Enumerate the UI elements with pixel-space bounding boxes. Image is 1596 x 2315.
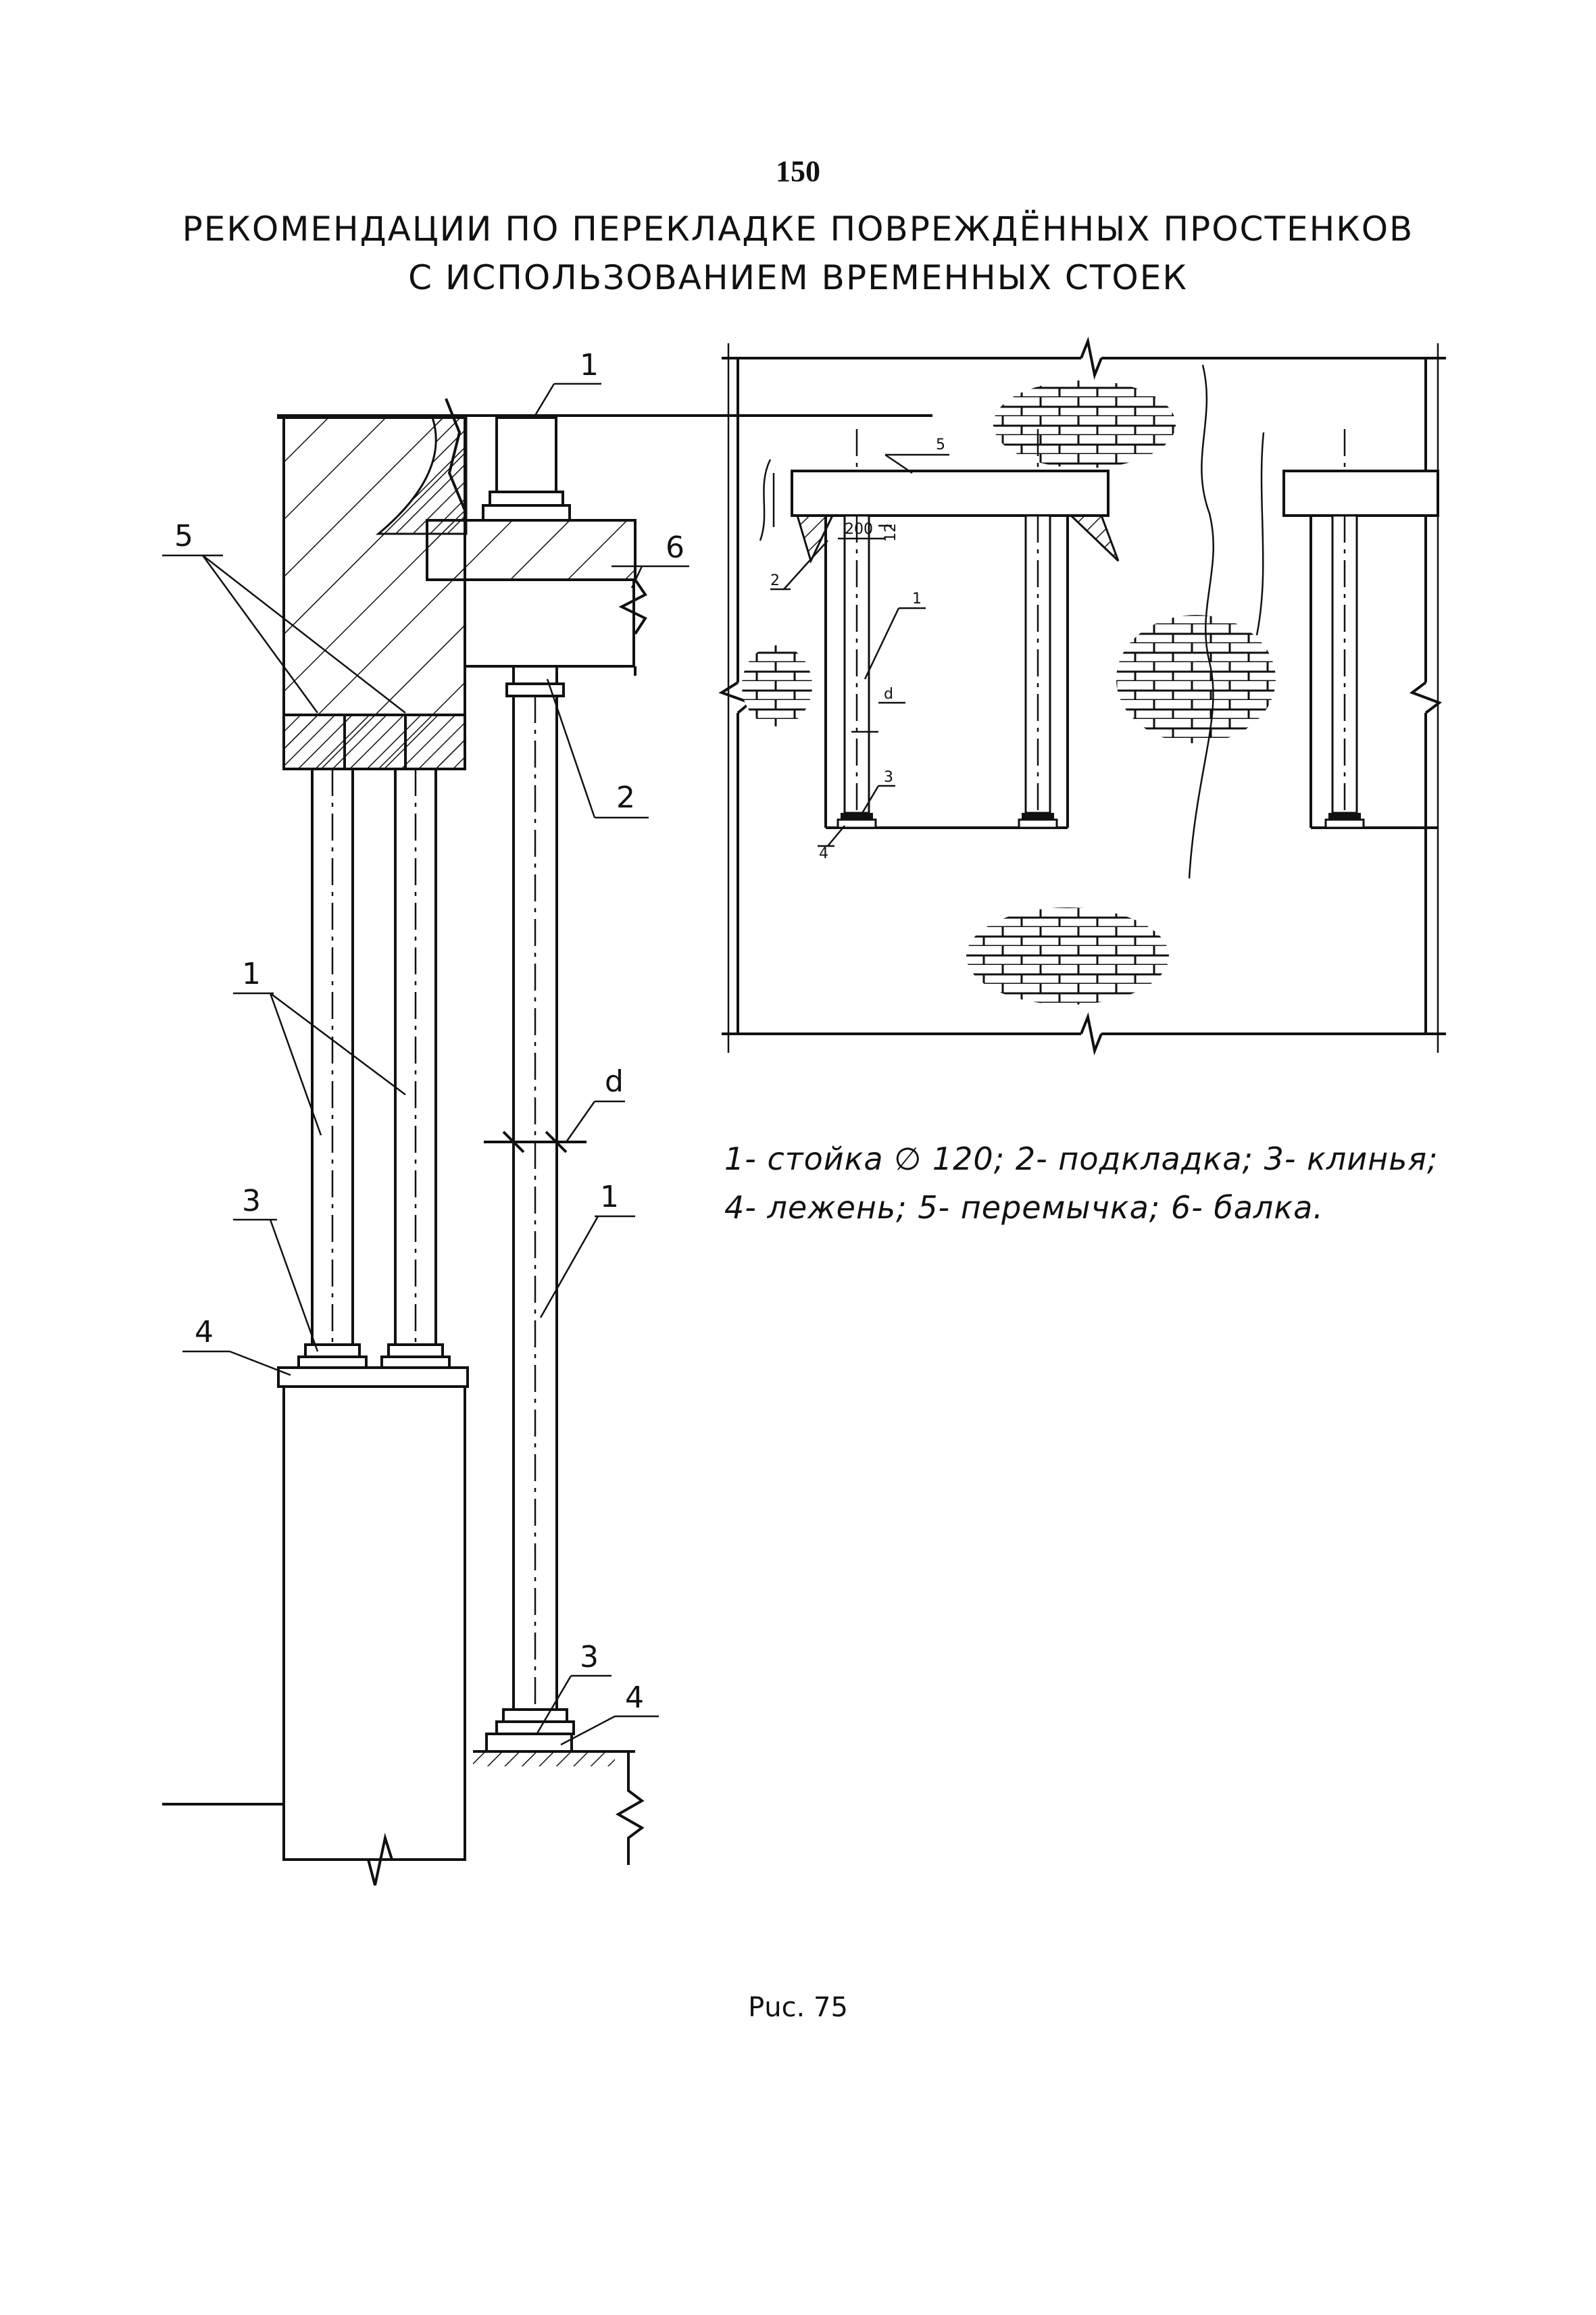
label-200-dim: 200	[845, 521, 873, 538]
figure-caption: Рuc. 75	[748, 1992, 848, 2023]
brick-patch	[742, 645, 812, 726]
label-4-bottom: 4	[625, 1681, 644, 1715]
title-line-2: С ИСПОЛЬЗОВАНИЕМ ВРЕМЕННЫХ СТОЕК	[408, 258, 1188, 297]
elevation-post	[837, 514, 877, 829]
page-number: 150	[776, 155, 820, 188]
label-3-left: 3	[242, 1184, 261, 1218]
callout-leaders-left	[162, 382, 689, 1746]
label-1-pair: 1	[242, 957, 261, 991]
label-1-elev: 1	[912, 591, 922, 607]
label-2-elev: 2	[770, 572, 780, 589]
damaged-zone	[375, 416, 468, 535]
label-d: d	[605, 1064, 624, 1099]
beam	[426, 519, 637, 581]
lintel-left	[282, 714, 466, 770]
label-3-bottom: 3	[580, 1640, 599, 1674]
title-line-1: РЕКОМЕНДАЦИИ ПО ПЕРЕКЛАДКЕ ПОВРЕЖДЁННЫХ …	[182, 209, 1414, 249]
label-3-elev: 3	[884, 769, 893, 786]
label-5: 5	[174, 519, 193, 553]
label-2: 2	[616, 780, 635, 815]
label-5-elev: 5	[936, 437, 945, 453]
label-4-elev: 4	[819, 845, 828, 862]
elevation-post	[1324, 514, 1365, 829]
lintel-right	[791, 470, 1109, 517]
brick-patch	[1116, 615, 1276, 743]
label-d-elev: d	[884, 686, 893, 703]
section-view	[162, 398, 932, 1886]
legend-line-2: 4- лежень; 5- перемычка; 6- балка.	[724, 1189, 1324, 1226]
elevation-post	[1018, 514, 1058, 829]
label-4-left: 4	[195, 1315, 214, 1349]
brick-patch	[966, 907, 1169, 1005]
label-1-top: 1	[580, 348, 599, 382]
sleeper-left	[277, 1366, 469, 1388]
elevation-view	[718, 337, 1446, 1055]
brick-patch	[993, 380, 1176, 468]
label-6: 6	[666, 530, 684, 565]
legend-line-1: 1- стойка ∅ 120; 2- подкладка; 3- клинья…	[724, 1141, 1439, 1177]
label-12-dim: 12	[882, 523, 899, 542]
label-1-tall: 1	[600, 1180, 619, 1214]
